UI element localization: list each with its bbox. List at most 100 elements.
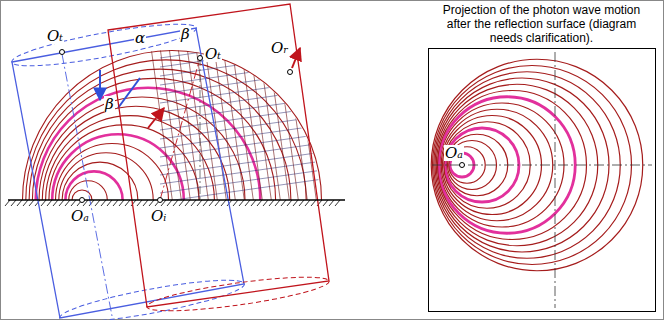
angle-label: α — [134, 30, 146, 46]
hatch-line — [263, 200, 268, 206]
axis-line — [160, 58, 200, 200]
hatch-line — [160, 124, 330, 148]
hatch-line — [160, 43, 330, 67]
hatch-line — [311, 200, 316, 206]
hatch-line — [160, 70, 330, 94]
reflection-surface — [8, 199, 345, 201]
hatch-line — [5, 200, 10, 206]
hatch-line — [257, 200, 262, 206]
hatch-line — [293, 200, 298, 206]
point-mark — [80, 198, 85, 203]
hatch-line — [119, 200, 124, 206]
hatch-line — [143, 200, 148, 206]
hatch-line — [329, 200, 334, 206]
hatch-line — [239, 200, 244, 206]
hatch-line — [160, 160, 330, 184]
wave-arc — [62, 162, 138, 200]
cylinder-cap — [145, 270, 330, 317]
hatch-line — [191, 200, 196, 206]
reflected-arrow — [148, 108, 164, 128]
hatch-line — [245, 200, 250, 206]
hatch-line — [29, 200, 34, 206]
hatch-line — [269, 200, 274, 206]
hatch-line — [159, 40, 182, 205]
hatch-line — [160, 133, 330, 157]
hatch-line — [275, 200, 280, 206]
incident-ray — [118, 78, 140, 108]
hatch-line — [186, 40, 209, 205]
hatch-line — [167, 200, 172, 206]
hatch-line — [249, 40, 272, 205]
hatch-line — [160, 61, 330, 85]
hatch-line — [160, 169, 330, 193]
wave-arc — [69, 181, 108, 200]
hatch-line — [160, 25, 330, 49]
normal-line — [200, 58, 201, 200]
hatch-line — [215, 200, 220, 206]
hatch-line — [113, 200, 118, 206]
angle-label: β — [180, 26, 191, 42]
hatch-line — [160, 52, 330, 76]
hatch-line — [222, 40, 245, 205]
panel-heading: Projection of the photon wave motion aft… — [436, 3, 648, 45]
point-label: Oₐ — [444, 145, 464, 161]
hatch-line — [17, 200, 22, 206]
hatch-line — [221, 200, 226, 206]
hatch-line — [11, 200, 16, 206]
hatch-line — [281, 200, 286, 206]
point-label: Oₜ — [46, 28, 64, 44]
hatch-line — [177, 40, 200, 205]
hatch-line — [137, 200, 142, 206]
hatch-line — [47, 200, 52, 206]
wave-arc — [52, 134, 184, 200]
wave-arc — [49, 125, 199, 200]
hatch-line — [185, 200, 190, 206]
point-label: Oₜ — [204, 46, 222, 62]
hatch-line — [233, 200, 238, 206]
hatch-line — [287, 200, 292, 206]
hatch-line — [160, 142, 330, 166]
hatch-line — [251, 200, 256, 206]
ground-hatching — [5, 200, 340, 206]
angle-label: β — [104, 96, 115, 112]
hatch-line — [160, 151, 330, 175]
hatch-line — [65, 200, 70, 206]
hatch-line — [335, 200, 340, 206]
hatch-line — [173, 200, 178, 206]
point-mark — [460, 163, 465, 168]
hatch-line — [204, 40, 227, 205]
hatch-line — [23, 200, 28, 206]
hatch-line — [299, 200, 304, 206]
hatch-line — [107, 200, 112, 206]
projection-frame: Projection of the photon wave motion aft… — [428, 48, 656, 312]
incident-arrow — [99, 70, 101, 100]
hatch-line — [285, 40, 308, 205]
hatch-line — [209, 200, 214, 206]
hatch-line — [53, 200, 58, 206]
wave-arcs — [23, 51, 322, 201]
reflected-arrow — [292, 48, 300, 68]
hatch-line — [276, 40, 299, 205]
hatch-line — [71, 200, 76, 206]
wave-arc — [65, 171, 122, 200]
hatch-line — [305, 200, 310, 206]
hatch-line — [125, 200, 130, 206]
point-label: Oᵣ — [270, 40, 290, 56]
hatch-line — [160, 115, 330, 139]
hatch-line — [179, 200, 184, 206]
hatch-line — [101, 200, 106, 206]
point-label: Oₐ — [70, 208, 90, 224]
hatch-line — [160, 79, 330, 103]
point-mark — [198, 56, 203, 61]
hatch-line — [149, 200, 154, 206]
point-mark — [60, 50, 65, 55]
reflected-cylinder — [108, 4, 329, 307]
axis-line — [62, 54, 112, 316]
point-label: Oᵢ — [150, 208, 167, 224]
point-mark — [288, 70, 293, 75]
hatch-line — [95, 200, 100, 206]
wave-arc — [23, 51, 322, 201]
hatch-line — [321, 40, 344, 205]
